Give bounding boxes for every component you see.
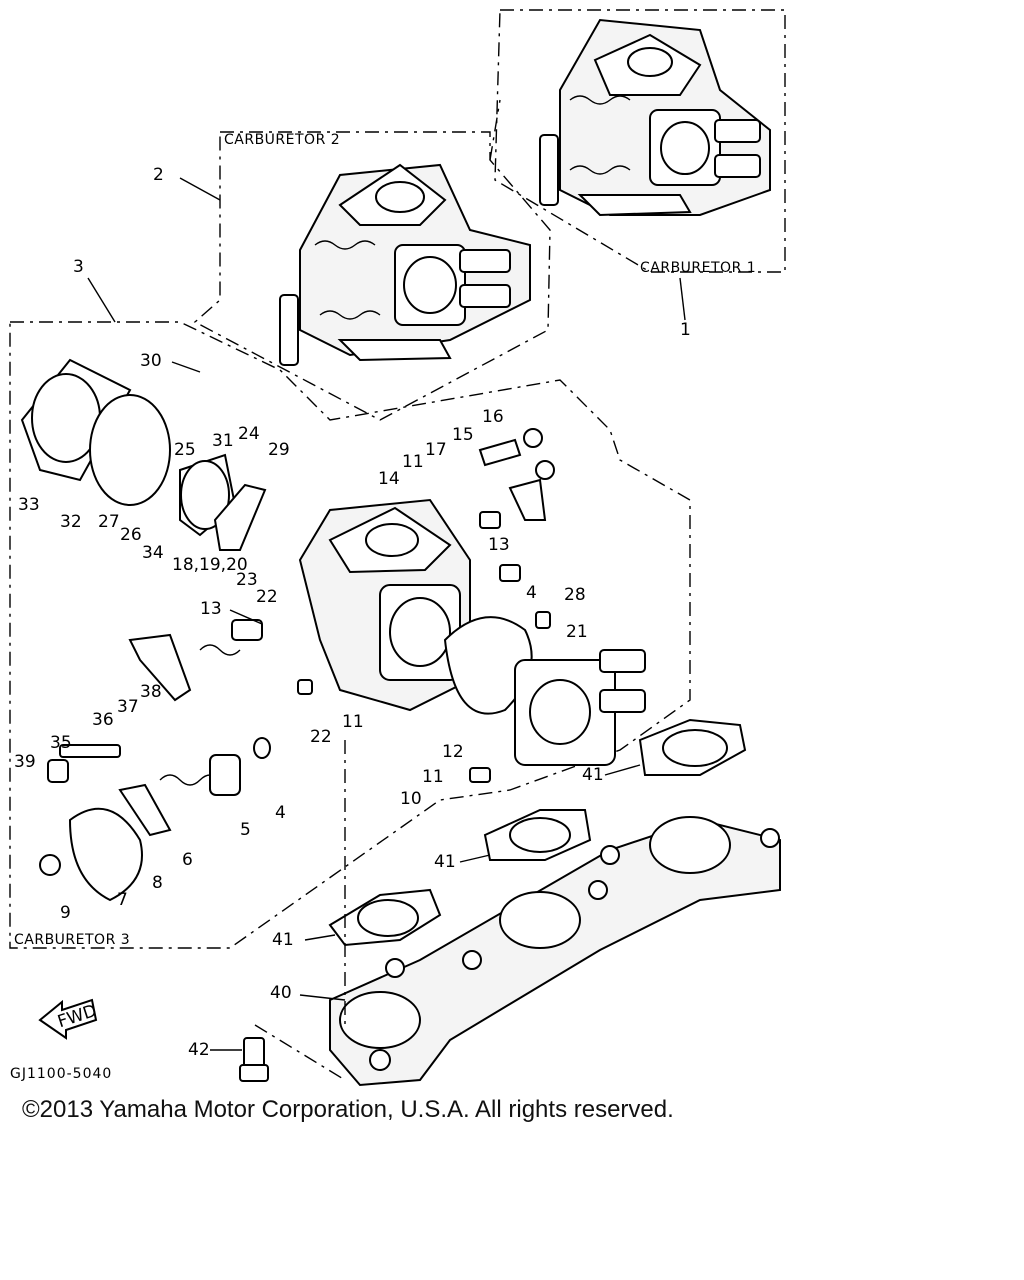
callout-33: 33 bbox=[18, 495, 40, 515]
callout-28: 28 bbox=[564, 585, 586, 605]
callout-13-upper: 13 bbox=[488, 535, 510, 555]
callout-5: 5 bbox=[240, 820, 251, 840]
callout-29: 29 bbox=[268, 440, 290, 460]
callout-26: 26 bbox=[120, 525, 142, 545]
callout-36: 36 bbox=[92, 710, 114, 730]
callout-9: 9 bbox=[60, 903, 71, 923]
carburetor-2-title: CARBURETOR 2 bbox=[224, 132, 340, 148]
callout-39: 39 bbox=[14, 752, 36, 772]
callout-27: 27 bbox=[98, 512, 120, 532]
copyright-notice: ©2013 Yamaha Motor Corporation, U.S.A. A… bbox=[22, 1096, 674, 1123]
callout-42: 42 bbox=[188, 1040, 210, 1060]
carburetor-3-assembly bbox=[20, 358, 646, 902]
callout-3: 3 bbox=[73, 257, 84, 277]
carburetor-2-assembly bbox=[279, 163, 531, 366]
callout-22-upper: 22 bbox=[256, 587, 278, 607]
callout-6: 6 bbox=[182, 850, 193, 870]
callout-21: 21 bbox=[566, 622, 588, 642]
intake-manifold bbox=[239, 718, 781, 1087]
carburetor-2-box bbox=[193, 131, 551, 421]
callout-7: 7 bbox=[117, 890, 128, 910]
callout-15: 15 bbox=[452, 425, 474, 445]
group-link-line bbox=[489, 99, 501, 161]
callout-4-upper: 4 bbox=[526, 583, 537, 603]
callout-12: 12 bbox=[442, 742, 464, 762]
callout-40: 40 bbox=[270, 983, 292, 1003]
exploded-view-drawing: FWD CARBURETOR 2 CARBURETOR 1 CARBURETOR… bbox=[9, 9, 786, 1087]
leader-lines bbox=[171, 361, 641, 1051]
callout-11-mid: 11 bbox=[342, 712, 364, 732]
callout-25: 25 bbox=[174, 440, 196, 460]
callout-30: 30 bbox=[140, 351, 162, 371]
callout-14: 14 bbox=[378, 469, 400, 489]
callout-11-lower: 11 bbox=[422, 767, 444, 787]
callout-22-lower: 22 bbox=[310, 727, 332, 747]
callout-35: 35 bbox=[50, 733, 72, 753]
carburetor-3-box bbox=[9, 321, 691, 949]
callout-41-left: 41 bbox=[272, 930, 294, 950]
carburetor-1-assembly bbox=[539, 18, 771, 217]
part-callouts bbox=[87, 177, 686, 323]
carburetor-3-title: CARBURETOR 3 bbox=[14, 932, 130, 948]
callout-23: 23 bbox=[236, 570, 258, 590]
callout-24: 24 bbox=[238, 424, 260, 444]
callout-34: 34 bbox=[142, 543, 164, 563]
callout-8: 8 bbox=[152, 873, 163, 893]
callout-1: 1 bbox=[680, 320, 691, 340]
drawing-code: GJ1100-5040 bbox=[10, 1066, 112, 1082]
carburetor-1-box bbox=[494, 9, 786, 273]
callout-16: 16 bbox=[482, 407, 504, 427]
callout-4-lower: 4 bbox=[275, 803, 286, 823]
callout-13-lower: 13 bbox=[200, 599, 222, 619]
callout-2: 2 bbox=[153, 165, 164, 185]
carburetor-1-title: CARBURETOR 1 bbox=[640, 260, 756, 276]
fwd-arrow-icon: FWD bbox=[38, 998, 99, 1040]
callout-37: 37 bbox=[117, 697, 139, 717]
callout-41-right: 41 bbox=[582, 765, 604, 785]
callout-11-upper: 11 bbox=[402, 452, 424, 472]
callout-18-19-20: 18,19,20 bbox=[172, 555, 248, 575]
callout-41-mid: 41 bbox=[434, 852, 456, 872]
alignment-line-2 bbox=[254, 1024, 346, 1081]
callout-10: 10 bbox=[400, 789, 422, 809]
callout-31: 31 bbox=[212, 431, 234, 451]
callout-17: 17 bbox=[425, 440, 447, 460]
callout-38: 38 bbox=[140, 682, 162, 702]
callout-32: 32 bbox=[60, 512, 82, 532]
